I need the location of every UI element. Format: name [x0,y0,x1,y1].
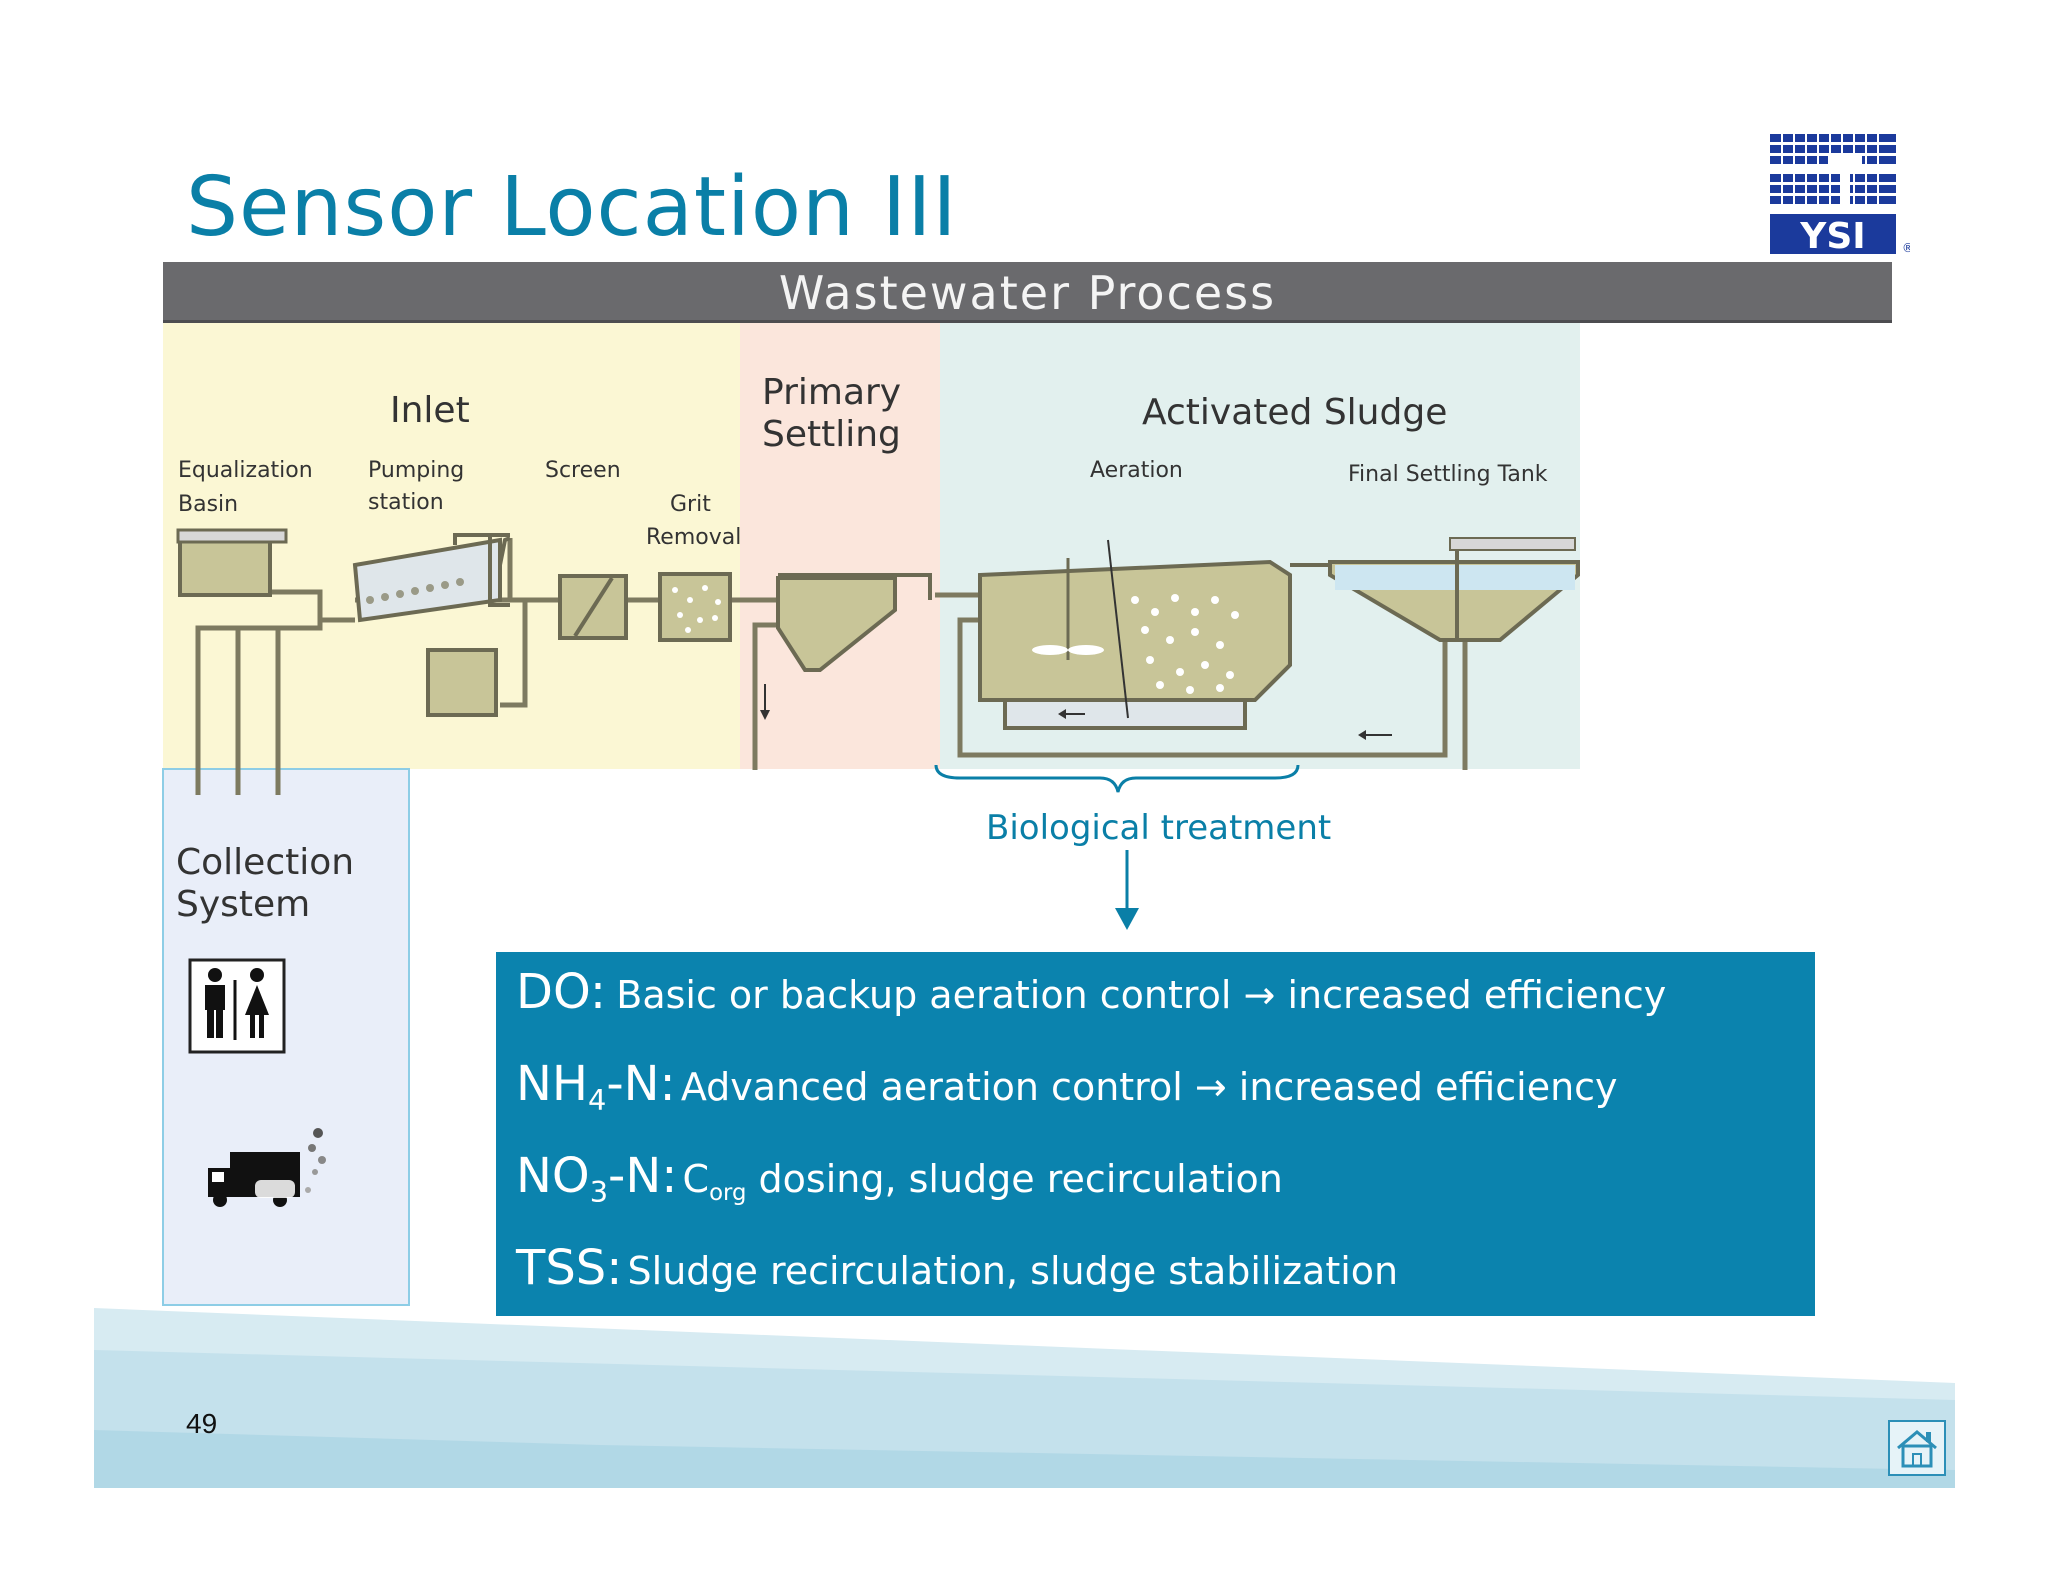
nh4-key: NH4-N: [516,1056,676,1118]
pumping-label: Pumping [368,458,465,483]
tss-desc: Sludge recirculation, sludge stabilizati… [627,1249,1399,1293]
svg-text:YSI: YSI [1799,216,1865,257]
svg-text:®: ® [1902,241,1910,255]
primary-title-2: Settling [762,414,901,455]
tss-key: TSS: [516,1240,623,1296]
restroom-icon [188,958,286,1054]
ysi-logo: YSI ® [1770,134,1910,257]
process-banner: Wastewater Process [163,262,1892,323]
inlet-title: Inlet [390,390,470,431]
tss-row: TSS: Sludge recirculation, sludge stabil… [516,1240,1398,1296]
do-desc: Basic or backup aeration control → incre… [616,973,1667,1017]
process-banner-title: Wastewater Process [778,266,1277,320]
page-number: 49 [186,1408,218,1439]
collection-title-2: System [176,884,311,925]
basin-label: Basin [178,492,239,517]
home-icon [1897,1430,1937,1468]
nh4-row: NH4-N: Advanced aeration control → incre… [516,1056,1618,1117]
page-title: Sensor Location III [186,160,958,255]
aeration-label: Aeration [1090,458,1183,483]
final-settling-label: Final Settling Tank [1348,462,1548,487]
screen-label: Screen [545,458,621,483]
nh4-desc: Advanced aeration control → increased ef… [680,1065,1618,1109]
removal-label: Removal [646,525,742,550]
do-key: DO: [516,964,607,1020]
home-button[interactable] [1888,1420,1946,1476]
biological-treatment-label: Biological treatment [986,808,1332,848]
no3-desc: Corg dosing, sludge recirculation [682,1157,1283,1206]
no3-row: NO3-N: Corg dosing, sludge recirculation [516,1148,1283,1209]
collection-title-1: Collection [176,842,355,883]
sensor-info-panel: DO: Basic or backup aeration control → i… [496,952,1815,1316]
grit-label: Grit [670,492,711,517]
do-row: DO: Basic or backup aeration control → i… [516,964,1666,1020]
station-label: station [368,490,444,515]
primary-settling-zone [740,323,940,769]
primary-title-1: Primary [762,372,902,413]
equalization-label: Equalization [178,458,313,483]
activated-sludge-title: Activated Sludge [1142,392,1448,433]
truck-icon [208,1128,326,1207]
no3-key: NO3-N: [516,1148,678,1210]
